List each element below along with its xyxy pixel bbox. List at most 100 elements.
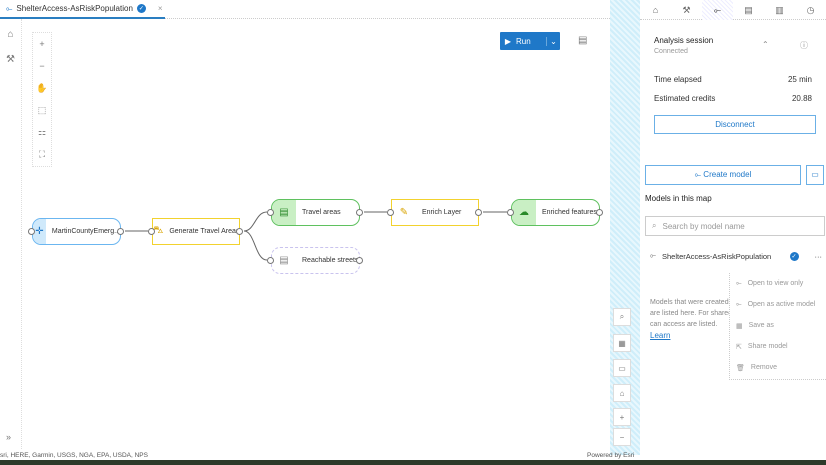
hammer-icon[interactable]: ⚒ xyxy=(6,54,15,65)
results-icon[interactable]: ▤ xyxy=(744,4,753,15)
home-icon[interactable]: ⌂ xyxy=(613,384,631,402)
search-icon[interactable]: ⌕ xyxy=(613,308,631,326)
port[interactable] xyxy=(387,209,394,216)
select-icon[interactable]: ⬚ xyxy=(37,104,47,115)
play-icon: ▶ xyxy=(504,36,512,46)
home-icon[interactable]: ⌂ xyxy=(652,4,659,15)
node-travel-areas[interactable]: ▤ Travel areas xyxy=(271,199,360,226)
tab-model[interactable]: ⟜ ShelterAccess-AsRiskPopulation ✓ × xyxy=(0,0,165,19)
node-enriched-features[interactable]: ☁ Enriched features xyxy=(511,199,600,226)
close-tab-button[interactable]: × xyxy=(157,4,163,13)
zoom-out-button[interactable]: − xyxy=(39,61,45,71)
menu-label: Open to view only xyxy=(747,280,804,287)
attribution: sri, HERE, Garmin, USGS, NGA, EPA, USDA,… xyxy=(0,452,640,462)
menu-label: Save as xyxy=(748,322,774,329)
fit-extent-icon[interactable]: ⛶ xyxy=(38,148,46,159)
port[interactable] xyxy=(267,209,274,216)
save-icon: ▦ xyxy=(736,322,743,330)
map-edge xyxy=(610,0,640,455)
pan-hand-icon[interactable]: ✋ xyxy=(36,82,48,93)
layer-icon: ▤ xyxy=(272,200,296,225)
search-placeholder: Search by model name xyxy=(662,221,745,231)
port[interactable] xyxy=(117,228,124,235)
layers-icon[interactable]: ▦ xyxy=(613,334,631,352)
point-layer-icon: ✛ xyxy=(33,219,46,244)
note-line: are listed here. For shared xyxy=(650,310,730,317)
tab-bar: ⟜ ShelterAccess-AsRiskPopulation ✓ × xyxy=(0,0,612,19)
run-label: Run xyxy=(516,36,531,46)
history-icon[interactable]: ◷ xyxy=(806,4,815,15)
screen-icon[interactable]: ▭ xyxy=(613,359,631,377)
hammer-icon[interactable]: ⚒ xyxy=(682,4,691,15)
menu-item-open-active[interactable]: ⟜Open as active model xyxy=(730,294,826,315)
port[interactable] xyxy=(507,209,514,216)
node-input[interactable]: ✛ MartinCountyEmerg... xyxy=(32,218,121,245)
model-name: ShelterAccess-AsRiskPopulation xyxy=(662,251,772,261)
home-icon[interactable]: ⌂ xyxy=(7,29,14,40)
disconnect-button[interactable]: Disconnect xyxy=(654,115,816,134)
menu-item-remove[interactable]: 🗑Remove xyxy=(730,357,826,378)
zoom-in-button[interactable]: + xyxy=(613,408,631,426)
menu-label: Share model xyxy=(747,343,788,350)
credits-label: Estimated credits xyxy=(654,94,716,103)
datasets-icon[interactable]: ▥ xyxy=(775,4,784,15)
port[interactable] xyxy=(267,257,274,264)
menu-item-share[interactable]: ⇱Share model xyxy=(730,336,826,357)
expand-button[interactable]: » xyxy=(6,432,12,442)
model-edit-icon: ⟜ xyxy=(736,300,742,308)
create-model-label: Create model xyxy=(703,170,752,179)
models-note: Models that were created t are listed he… xyxy=(650,297,730,342)
session-header: Analysis session Connected ⌃ ⓘ xyxy=(640,20,826,55)
model-list-item[interactable]: ⟜ ShelterAccess-AsRiskPopulation ✓ ··· xyxy=(650,251,822,261)
model-icon: ⟜ xyxy=(6,3,13,13)
car-tool-icon: ⛍ xyxy=(153,225,164,236)
port[interactable] xyxy=(356,209,363,216)
open-folder-button[interactable]: ▭ xyxy=(806,165,824,185)
powered-by[interactable]: Powered by Esri xyxy=(587,452,635,459)
left-toolbar: ⌂ ⚒ xyxy=(0,19,22,449)
node-generate-travel-areas[interactable]: ⛍ Generate Travel Areas xyxy=(152,218,240,245)
node-reachable-streets[interactable]: ▤ Reachable streets xyxy=(271,247,360,274)
port[interactable] xyxy=(596,209,603,216)
chevron-up-icon[interactable]: ⌃ xyxy=(762,40,769,49)
learn-more-link[interactable]: Learn xyxy=(650,331,671,340)
connector xyxy=(243,230,268,261)
info-icon[interactable]: ⓘ xyxy=(800,41,808,50)
run-button[interactable]: ▶ Run ⌄ xyxy=(500,32,560,50)
auto-layout-icon[interactable]: ⚏ xyxy=(37,126,47,137)
run-dropdown-chevron-icon[interactable]: ⌄ xyxy=(546,36,560,46)
search-input[interactable]: ⌕Search by model name xyxy=(645,216,825,236)
port[interactable] xyxy=(475,209,482,216)
cloud-layer-icon: ☁ xyxy=(512,200,536,225)
note-line: can access are listed. xyxy=(650,321,718,328)
models-heading: Models in this map xyxy=(645,194,712,203)
node-enrich-layer[interactable]: ✎ Enrich Layer xyxy=(391,199,479,226)
port[interactable] xyxy=(356,257,363,264)
model-builder-icon[interactable]: ⟜ xyxy=(702,0,733,20)
verified-icon: ✓ xyxy=(136,4,146,13)
right-panel: ⌂ ⚒ ⟜ ▤ ▥ ◷ Analysis session Connected ⌃… xyxy=(640,0,826,455)
create-model-button[interactable]: ⟜ Create model xyxy=(645,165,801,185)
connector xyxy=(243,211,268,232)
time-label: Time elapsed xyxy=(654,75,702,84)
port[interactable] xyxy=(236,228,243,235)
model-context-menu: ⟜ Open to view only ⟜Open as active model… xyxy=(729,273,826,380)
port[interactable] xyxy=(28,228,35,235)
model-icon: ⟜ xyxy=(694,170,704,179)
menu-item-open-view-only[interactable]: ⟜ Open to view only xyxy=(730,273,826,294)
zoom-out-button[interactable]: − xyxy=(613,428,631,446)
note-line: Models that were created t xyxy=(650,299,730,306)
model-properties-icon[interactable]: ▤ xyxy=(578,35,588,46)
model-icon: ⟜ xyxy=(650,251,656,260)
layer-icon: ▤ xyxy=(279,255,289,266)
menu-label: Remove xyxy=(750,364,777,371)
menu-item-save-as[interactable]: ▦ Save as xyxy=(730,315,826,336)
credits-value: 20.88 xyxy=(791,94,812,103)
zoom-in-button[interactable]: + xyxy=(39,39,45,49)
session-title: Analysis session xyxy=(654,36,714,45)
port[interactable] xyxy=(148,228,155,235)
tab-title: ShelterAccess-AsRiskPopulation xyxy=(16,4,133,13)
model-icon: ⟜ xyxy=(736,279,742,287)
more-options-button[interactable]: ··· xyxy=(814,251,823,261)
